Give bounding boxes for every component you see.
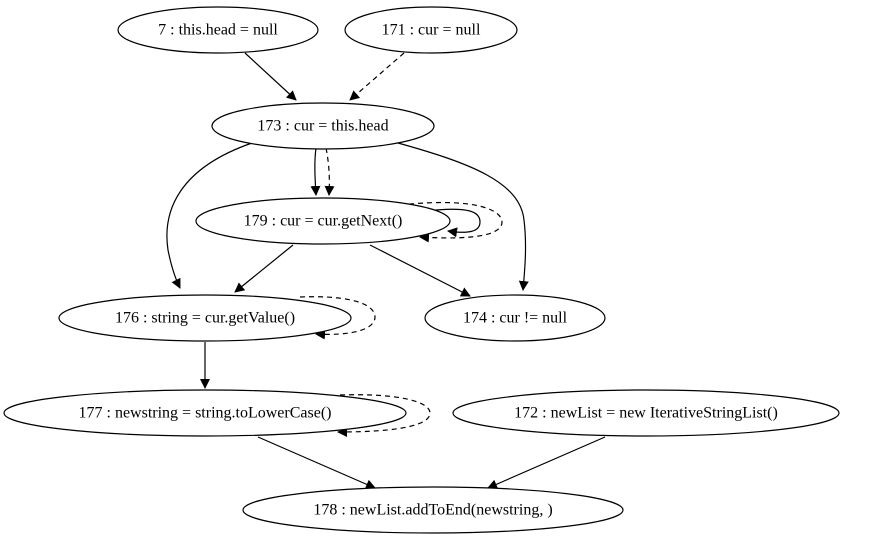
node-n172: 172 : newList = new IterativeStringList(…	[452, 389, 840, 437]
node-n176: 176 : string = cur.getValue()	[58, 294, 352, 342]
edge-n179-n174	[369, 244, 471, 297]
node-n179-label: 179 : cur = cur.getNext()	[244, 213, 403, 230]
node-n7-label: 7 : this.head = null	[158, 22, 278, 39]
node-n173: 173 : cur = this.head	[211, 102, 435, 150]
edge-n179-self-solid	[424, 208, 481, 238]
edge-n7-n173	[244, 52, 297, 101]
node-n174-label: 174 : cur != null	[463, 310, 568, 327]
node-n179: 179 : cur = cur.getNext()	[195, 197, 451, 245]
node-n171: 171 : cur = null	[344, 6, 518, 54]
node-n177-label: 177 : newstring = string.toLowerCase()	[79, 405, 332, 422]
node-n173-label: 173 : cur = this.head	[257, 118, 388, 135]
node-n172-label: 172 : newList = new IterativeStringList(…	[514, 405, 778, 422]
edge-n171-n173	[349, 52, 405, 101]
node-n171-label: 171 : cur = null	[382, 22, 481, 39]
edge-n177-self-dashed	[337, 394, 431, 437]
edge-n173-n179-dashed	[324, 147, 335, 196]
edge-n177-n178	[257, 436, 376, 489]
node-n174: 174 : cur != null	[424, 294, 606, 342]
node-n178-label: 178 : newList.addToEnd(newstring, )	[313, 502, 552, 519]
edge-n179-self-dashed	[399, 201, 503, 243]
node-n178: 178 : newList.addToEnd(newstring, )	[242, 486, 624, 534]
edge-n173-n176	[166, 142, 253, 289]
node-n7: 7 : this.head = null	[117, 6, 319, 54]
edge-n176-self-dashed	[299, 296, 376, 340]
edge-n179-n176	[234, 244, 294, 293]
edge-n173-n174	[397, 142, 529, 291]
edge-n173-n179-solid	[310, 147, 321, 196]
edge-n172-n178	[487, 436, 606, 489]
node-n177: 177 : newstring = string.toLowerCase()	[3, 389, 407, 437]
node-n176-label: 176 : string = cur.getValue()	[115, 310, 295, 327]
